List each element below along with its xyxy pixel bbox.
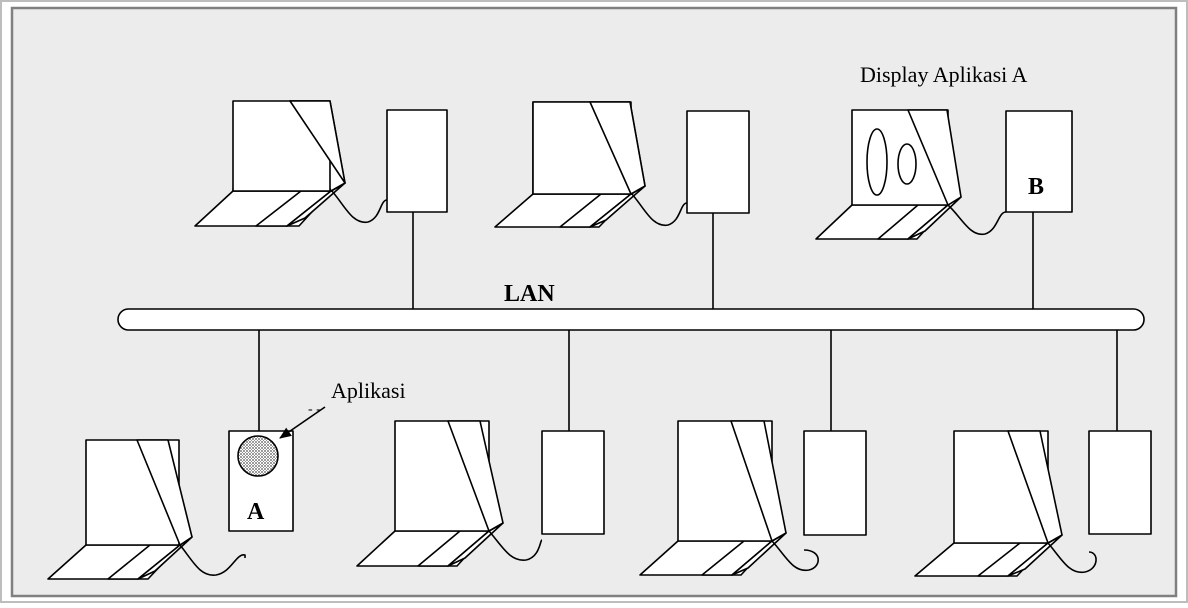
computer-workstation-icon [815,109,962,240]
lan-bus [117,308,1145,331]
display-application-label: Display Aplikasi A [860,62,1028,87]
computer-workstation-icon [47,439,193,580]
workstation-bottom-4 [914,430,1152,577]
display-oval-large [866,128,888,196]
computer-workstation-icon [194,100,346,227]
system-unit-icon [803,430,867,536]
workstation-top-1 [194,100,448,227]
tick-marks: - - [308,402,321,417]
computer-workstation-icon [494,101,646,228]
system-unit-icon [1088,430,1152,535]
application-label: Aplikasi [331,378,406,403]
workstation-bottom-2 [356,420,605,567]
system-unit-icon [541,430,605,535]
system-unit-icon [386,109,448,213]
system-unit-icon [686,110,750,214]
lan-label: LAN [504,281,555,307]
display-oval-small [897,143,917,185]
workstation-bottom-1 [47,430,294,580]
workstation-bottom-3 [639,420,867,576]
computer-workstation-icon [356,420,504,567]
network-connections [258,212,1118,431]
workstation-top-3 [815,109,1073,240]
workstation-top-2 [494,101,750,228]
hatched-circle-icon [237,435,279,477]
application-arrow [279,406,326,439]
server-b-label: B [1028,174,1044,200]
computer-workstation-icon [639,420,787,576]
server-a-label: A [247,499,265,525]
system-unit-icon [1005,110,1073,213]
